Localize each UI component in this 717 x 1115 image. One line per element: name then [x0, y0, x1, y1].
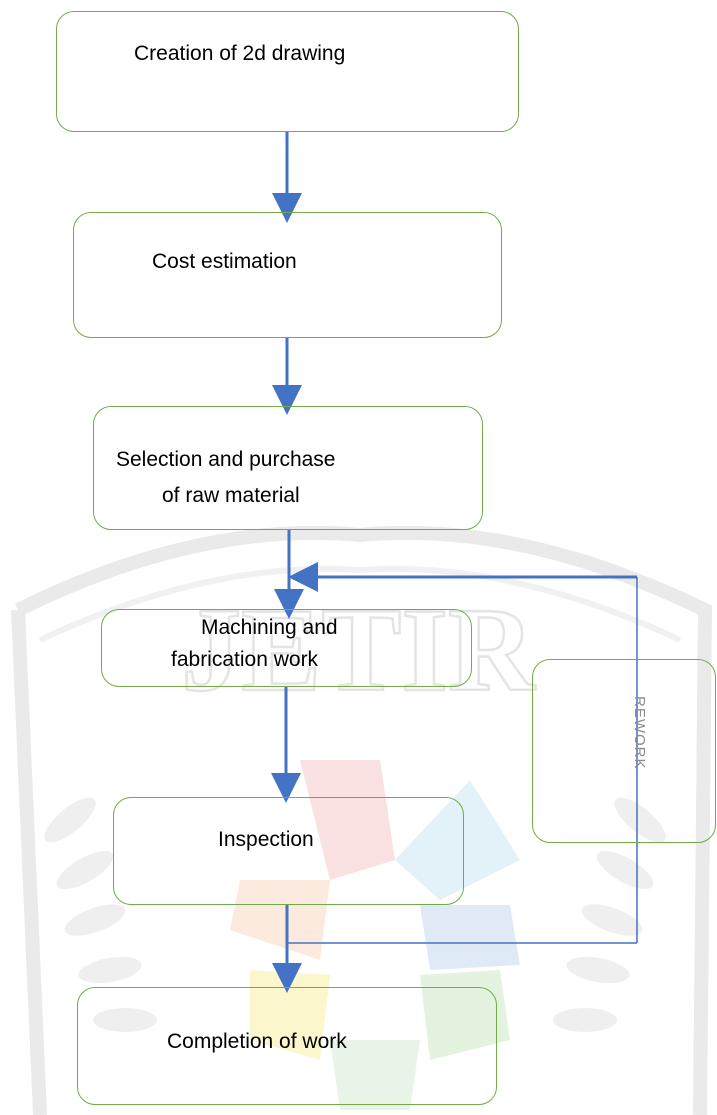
step-label-completion: Completion of work [167, 1030, 347, 1053]
step-label-cost: Cost estimation [152, 250, 297, 273]
rework-box [532, 659, 716, 843]
rework-label: REWORK [631, 696, 648, 770]
step-label-machining-line1: Machining and [201, 616, 338, 639]
step-label-drawing: Creation of 2d drawing [134, 42, 346, 65]
watermark-shield [11, 525, 713, 1115]
step-label-selection-line2: of raw material [162, 484, 300, 507]
step-label-selection-line1: Selection and purchase [116, 448, 336, 471]
watermark-text: JETIR [181, 583, 536, 716]
step-label-machining-line2: fabrication work [171, 648, 319, 671]
step-box-drawing [56, 11, 519, 132]
step-label-inspection: Inspection [218, 828, 314, 851]
